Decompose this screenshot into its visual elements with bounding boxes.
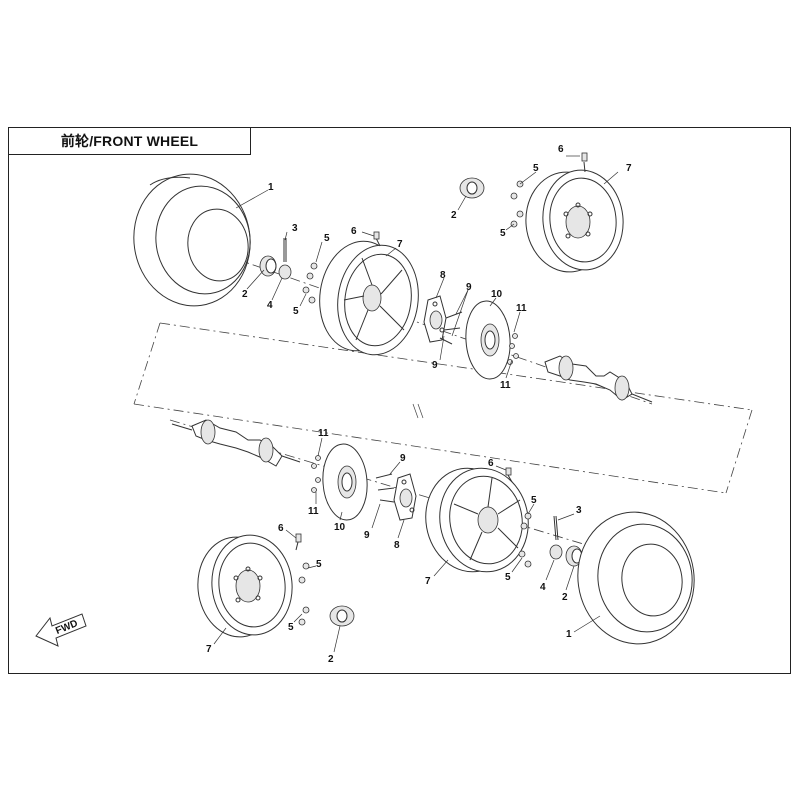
diagram-frame — [8, 127, 791, 674]
callout-valve-bottom-left: 6 — [278, 523, 284, 534]
brake-disc-bottom — [322, 443, 368, 521]
valve-stem-top-left — [373, 231, 381, 247]
lug-nuts-bottom-left — [298, 562, 310, 626]
hubcap-top-right — [459, 177, 485, 199]
castle-nut-top — [278, 264, 292, 280]
callout-tire-top: 1 — [268, 182, 274, 193]
alloy-rim-bottom — [425, 467, 529, 573]
castle-nut-bottom — [549, 544, 563, 560]
fwd-arrow-icon: FWD — [35, 613, 87, 647]
hubcap-bottom-left — [329, 605, 355, 627]
callout-hubcap-top: 2 — [242, 289, 248, 300]
callout-lugnut-bottom-a: 5 — [531, 495, 537, 506]
callout-rim-bottom: 7 — [425, 576, 431, 587]
callout-bolt-top-a: 9 — [466, 282, 472, 293]
callout-hubcap-bottom-left: 2 — [328, 654, 334, 665]
callout-tire-bottom: 1 — [566, 629, 572, 640]
hub-bolts-bottom — [375, 473, 395, 503]
callout-bolt-top-b: 9 — [432, 360, 438, 371]
callout-bolt-bottom-a: 9 — [400, 453, 406, 464]
callout-pin-top: 3 — [292, 223, 298, 234]
tire-top — [133, 173, 251, 307]
wheel-hub-top — [423, 295, 447, 343]
callout-nut-top: 4 — [267, 300, 273, 311]
callout-screw-bottom-a: 11 — [318, 428, 329, 439]
callout-hubcap-top-right: 2 — [451, 210, 457, 221]
callout-pin-bottom: 3 — [576, 505, 582, 516]
callout-screw-bottom-b: 11 — [308, 506, 319, 517]
callout-valve-top-right: 6 — [558, 144, 564, 155]
callout-screw-top-a: 11 — [516, 303, 527, 314]
callout-lugnut-top-a: 5 — [324, 233, 330, 244]
callout-bolt-bottom-b: 9 — [364, 530, 370, 541]
leader-lines — [213, 155, 619, 653]
brake-disc-top — [465, 300, 511, 380]
callout-rim-top-right: 7 — [626, 163, 632, 174]
callout-lugnut-top-right-a: 5 — [533, 163, 539, 174]
drive-shaft-bottom — [171, 419, 301, 467]
callout-lugnut-top-right-b: 5 — [500, 228, 506, 239]
hubcap-top — [259, 255, 277, 277]
callout-lugnut-top-b: 5 — [293, 306, 299, 317]
cotter-pin-bottom — [553, 515, 559, 541]
lug-nuts-bottom-center — [518, 512, 532, 568]
callout-hub-bottom: 8 — [394, 540, 400, 551]
lug-nuts-top-left — [302, 262, 318, 304]
drive-shaft-top — [544, 355, 653, 403]
callout-nut-bottom: 4 — [540, 582, 546, 593]
steel-rim-top-right — [525, 169, 624, 273]
lug-nuts-top-right — [510, 180, 524, 228]
valve-stem-top-right — [581, 152, 588, 173]
tire-bottom — [577, 511, 695, 645]
callout-numbers: 1 2 3 4 5 5 6 7 8 9 9 10 11 11 6 5 5 7 2… — [206, 144, 632, 665]
callout-disc-bottom: 10 — [334, 522, 346, 533]
callout-valve-top-left: 6 — [351, 226, 357, 237]
callout-hubcap-bottom-right: 2 — [562, 592, 568, 603]
title-box: 前轮/FRONT WHEEL — [8, 127, 251, 155]
steel-rim-bottom-left — [197, 534, 293, 638]
callout-lugnut-bottom-left-b: 5 — [288, 622, 294, 633]
cotter-pin-top — [283, 238, 287, 262]
disc-screws-top — [507, 333, 519, 365]
callout-lugnut-bottom-b: 5 — [505, 572, 511, 583]
valve-stem-bottom-left — [295, 533, 302, 551]
page-title: 前轮/FRONT WHEEL — [60, 133, 199, 149]
alloy-rim-top — [319, 240, 419, 356]
callout-screw-top-b: 11 — [500, 380, 511, 391]
callout-hub-top: 8 — [440, 270, 446, 281]
valve-stem-bottom-center — [505, 467, 513, 483]
callout-rim-bottom-left: 7 — [206, 644, 212, 655]
callout-disc-top: 10 — [491, 289, 503, 300]
callout-rim-top: 7 — [397, 239, 403, 250]
wheel-hub-bottom — [393, 473, 417, 521]
callout-valve-bottom-center: 6 — [488, 458, 494, 469]
hub-bolts-top — [439, 311, 463, 345]
disc-screws-bottom — [311, 455, 321, 493]
callout-lugnut-bottom-left-a: 5 — [316, 559, 322, 570]
